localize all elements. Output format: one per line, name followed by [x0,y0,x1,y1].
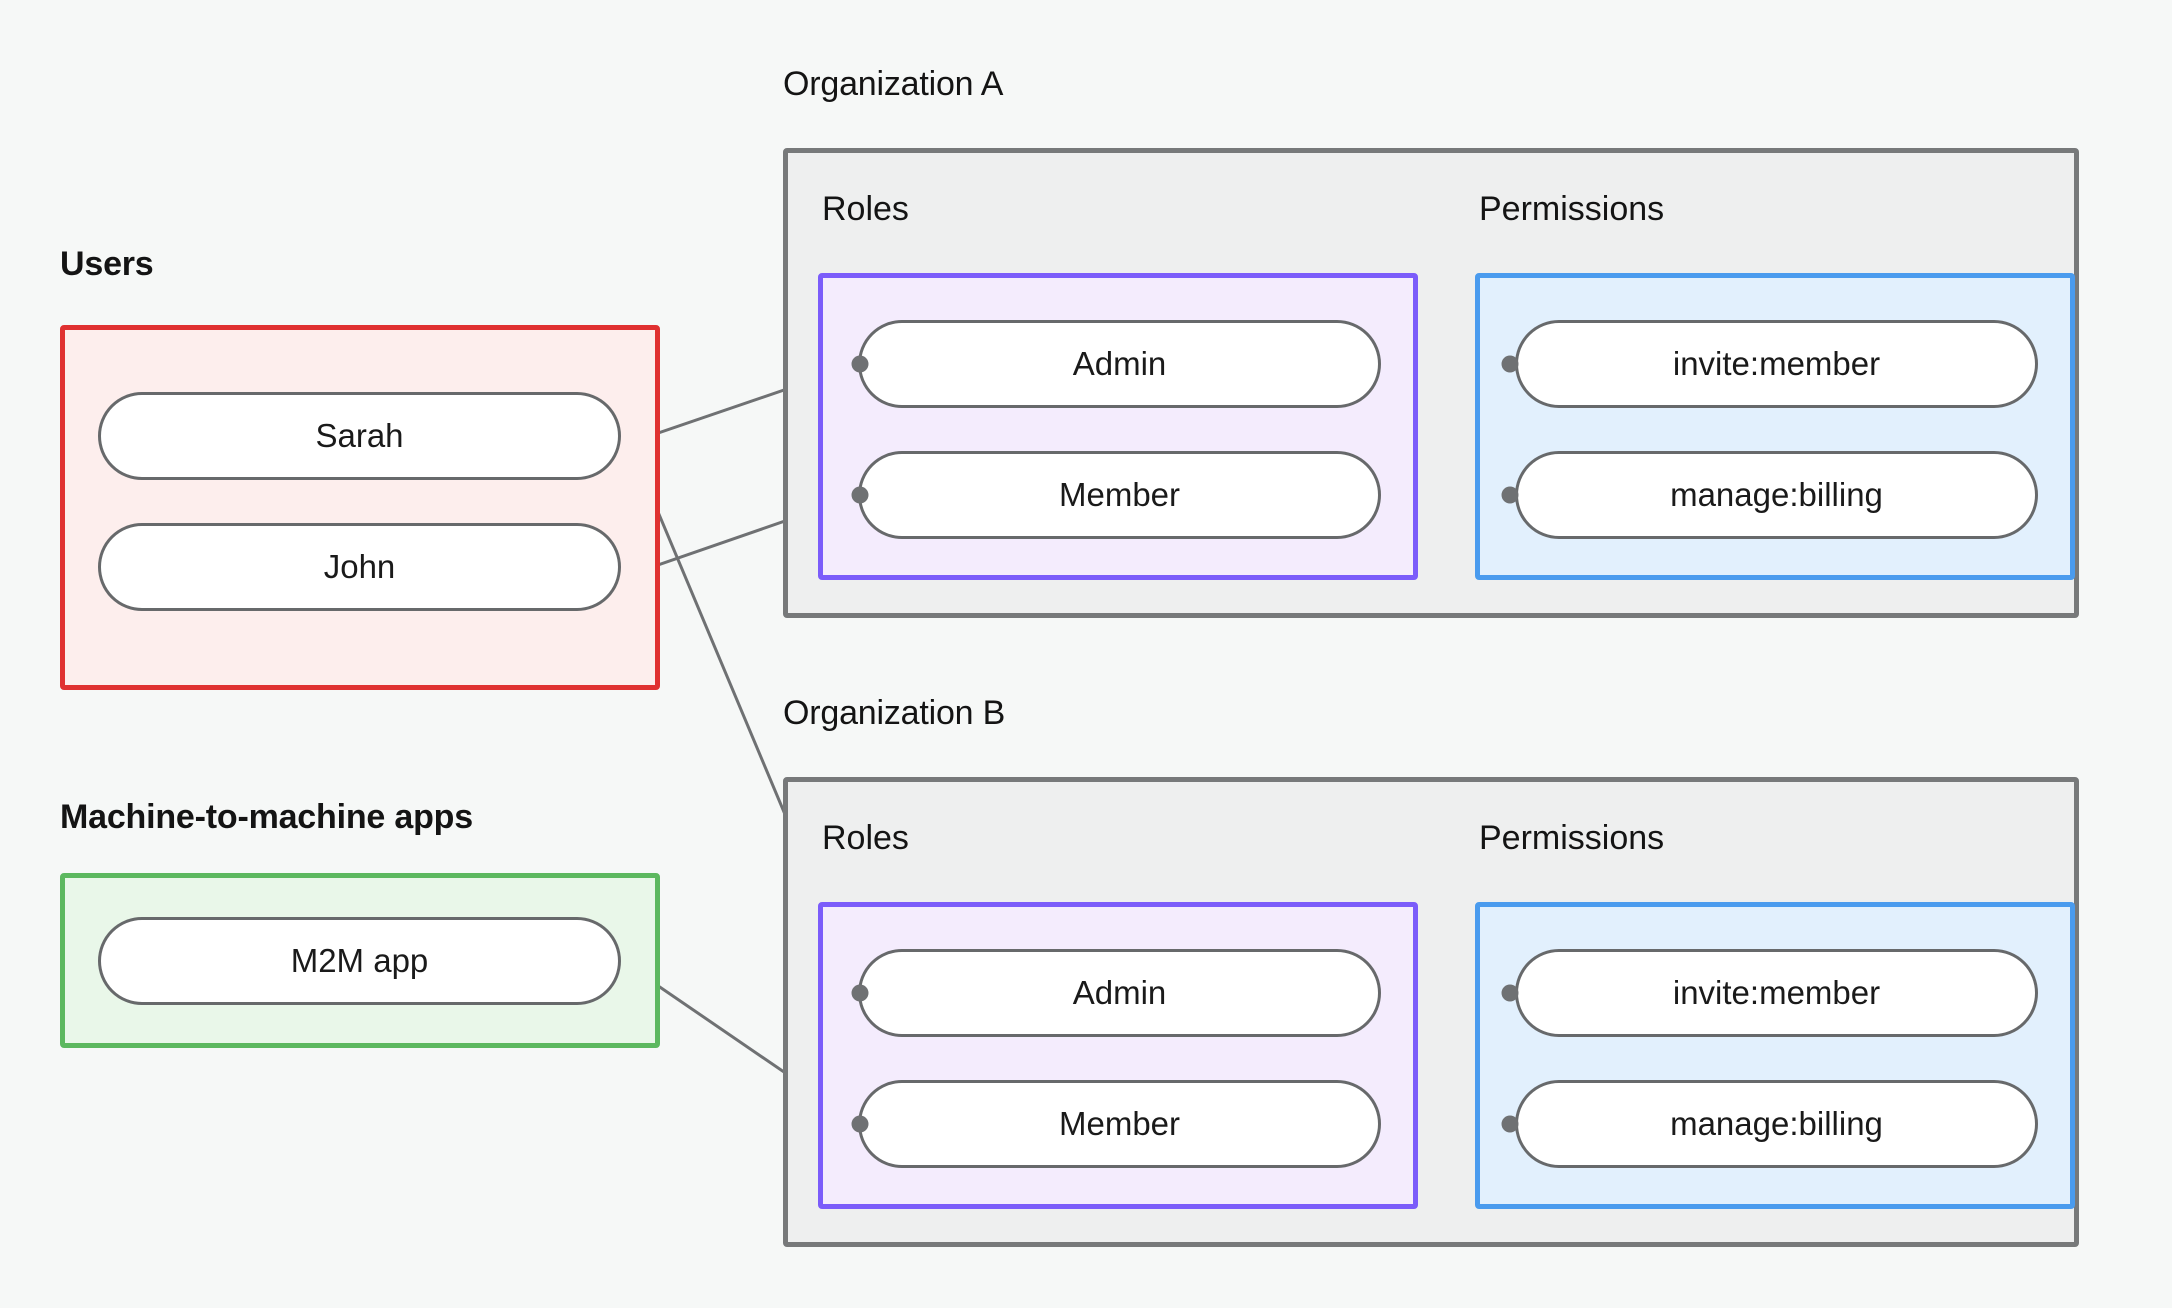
edge-dot-org-b-billing-in [1501,1115,1519,1133]
edge-dot-org-a-billing-in [1501,486,1519,504]
org-b-permissions-label: Permissions [1479,819,1665,857]
org-b-title: Organization B [783,694,1006,732]
edge-dot-org-a-member-in [851,486,869,504]
node-org-b-member[interactable]: Member [858,1080,1381,1168]
edge-dot-org-a-admin-in [851,355,869,373]
org-a-roles-label: Roles [822,190,909,228]
node-org-a-invite-member[interactable]: invite:member [1515,320,2038,408]
node-sarah[interactable]: Sarah [98,392,621,480]
node-org-b-manage-billing[interactable]: manage:billing [1515,1080,2038,1168]
org-a-title: Organization A [783,65,1004,103]
users-group-box [60,325,660,690]
edge-dot-org-a-invite-in [1501,355,1519,373]
org-a-permissions-label: Permissions [1479,190,1665,228]
node-org-a-admin[interactable]: Admin [858,320,1381,408]
edge-dot-org-b-invite-in [1501,984,1519,1002]
m2m-section-title: Machine-to-machine apps [60,798,473,836]
node-org-a-manage-billing[interactable]: manage:billing [1515,451,2038,539]
users-section-title: Users [60,245,154,283]
org-b-roles-label: Roles [822,819,909,857]
edge-dot-org-b-admin-in [851,984,869,1002]
node-john[interactable]: John [98,523,621,611]
node-org-b-invite-member[interactable]: invite:member [1515,949,2038,1037]
node-org-a-member[interactable]: Member [858,451,1381,539]
node-org-b-admin[interactable]: Admin [858,949,1381,1037]
node-m2m-app[interactable]: M2M app [98,917,621,1005]
edge-dot-org-b-member-in [851,1115,869,1133]
